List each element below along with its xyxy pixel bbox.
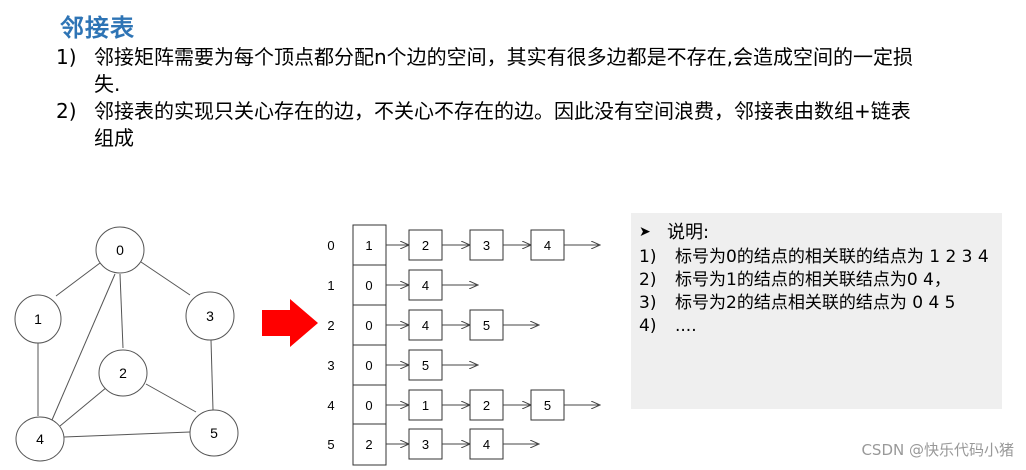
explanation-heading-text: 说明: <box>667 222 710 243</box>
node-label: 2 <box>119 365 127 381</box>
list-node <box>530 389 565 421</box>
list-node-value: 4 <box>483 437 490 452</box>
list-node <box>469 428 504 460</box>
item-number: 3) <box>639 293 657 313</box>
graph-node-1: 1 <box>14 294 62 344</box>
item-number: 2) <box>639 270 657 290</box>
arrowhead-bullet-icon: ➤ <box>639 224 651 240</box>
list-node-value: 2 <box>483 398 490 413</box>
edge-3-5 <box>210 339 214 411</box>
array-index-label: 5 <box>327 437 334 452</box>
transition-arrow-icon <box>262 299 318 347</box>
node-label: 4 <box>36 431 44 447</box>
point-text: 邻接矩阵需要为每个顶点都分配n个边的空间，其实有很多边都是不存在,会造成空间的一… <box>94 45 914 96</box>
item-number: 1) <box>639 247 657 267</box>
edge-2-5 <box>145 383 197 413</box>
graph-node-2: 2 <box>98 349 148 397</box>
point-number: 2) <box>56 99 77 123</box>
edge-0-1 <box>55 262 101 297</box>
graph-edges <box>37 261 214 438</box>
graph-node-3: 3 <box>185 291 235 341</box>
array-cell-value: 0 <box>365 318 372 333</box>
description-point-1: 1) 邻接矩阵需要为每个顶点都分配n个边的空间，其实有很多边都是不存在,会造成空… <box>56 44 936 98</box>
list-node-value: 3 <box>483 238 490 253</box>
description-point-2: 2) 邻接表的实现只关心存在的边，不关心不存在的边。因此没有空间浪费，邻接表由数… <box>56 98 936 152</box>
edge-4-5 <box>63 431 191 438</box>
list-node <box>530 229 565 261</box>
list-node <box>408 229 443 261</box>
list-node-value: 5 <box>483 318 490 333</box>
explanation-item-2: 2) 标号为1的结点的相关联结点为0 4， <box>639 269 1002 292</box>
explanation-item-3: 3) 标号为2的结点相关联的结点为 0 4 5 <box>639 292 1002 315</box>
array-index-label: 1 <box>327 278 334 293</box>
list-node <box>469 309 504 341</box>
point-text: 邻接表的实现只关心存在的边，不关心不存在的边。因此没有空间浪费，邻接表由数组+链… <box>94 99 911 150</box>
graph-node-4: 4 <box>15 416 65 462</box>
node-label: 3 <box>206 308 214 324</box>
array-cell-value: 1 <box>365 238 372 253</box>
adjacency-list: 0 1 2 3 4 1 0 4 2 0 4 5 3 0 5 4 0 1 2 5 5 2 3 4 <box>327 224 600 466</box>
edge-0-4 <box>51 273 116 421</box>
list-node <box>408 269 443 301</box>
item-number: 4) <box>639 316 657 336</box>
list-node-value: 5 <box>422 358 429 373</box>
item-text: 标号为0的结点的相关联的结点为 1 2 3 4 <box>675 247 989 267</box>
array-index-label: 4 <box>327 398 334 413</box>
array-cell-value: 0 <box>365 358 372 373</box>
array-index-label: 3 <box>327 358 334 373</box>
explanation-item-4: 4) .... <box>639 315 1002 338</box>
list-node-value: 4 <box>422 278 429 293</box>
graph-node-5: 5 <box>189 409 239 457</box>
list-node-value: 4 <box>422 318 429 333</box>
list-node-value: 3 <box>422 437 429 452</box>
list-node-value: 4 <box>544 238 551 253</box>
list-node-value: 2 <box>422 238 429 253</box>
array-cell-value: 0 <box>365 278 372 293</box>
item-text: 标号为1的结点的相关联结点为0 4， <box>675 270 951 290</box>
edge-2-4 <box>59 386 108 427</box>
description-list: 1) 邻接矩阵需要为每个顶点都分配n个边的空间，其实有很多边都是不存在,会造成空… <box>56 44 936 152</box>
point-number: 1) <box>56 45 77 69</box>
item-text: 标号为2的结点相关联的结点为 0 4 5 <box>675 293 956 313</box>
explanation-item-1: 1) 标号为0的结点的相关联的结点为 1 2 3 4 <box>639 246 1002 269</box>
explanation-heading: ➤ 说明: <box>639 221 1002 244</box>
array-index-label: 2 <box>327 318 334 333</box>
edge-0-3 <box>140 261 191 296</box>
array-cell-value: 2 <box>365 437 372 452</box>
list-node-value: 1 <box>422 398 429 413</box>
array-cell-value: 0 <box>365 398 372 413</box>
list-node <box>469 389 504 421</box>
edge-0-2 <box>119 273 124 349</box>
item-text: .... <box>675 316 697 336</box>
node-label: 0 <box>116 242 124 258</box>
node-label: 1 <box>34 311 42 327</box>
watermark: CSDN @快乐代码小猪 <box>861 441 1014 459</box>
list-node-value: 5 <box>544 398 551 413</box>
explanation-panel: ➤ 说明: 1) 标号为0的结点的相关联的结点为 1 2 3 4 2) 标号为1… <box>631 213 1002 409</box>
array-index-label: 0 <box>327 238 334 253</box>
page-title: 邻接表 <box>60 14 135 42</box>
list-node <box>408 428 443 460</box>
node-label: 5 <box>210 425 218 441</box>
graph-node-0: 0 <box>95 226 145 274</box>
list-node <box>408 309 443 341</box>
